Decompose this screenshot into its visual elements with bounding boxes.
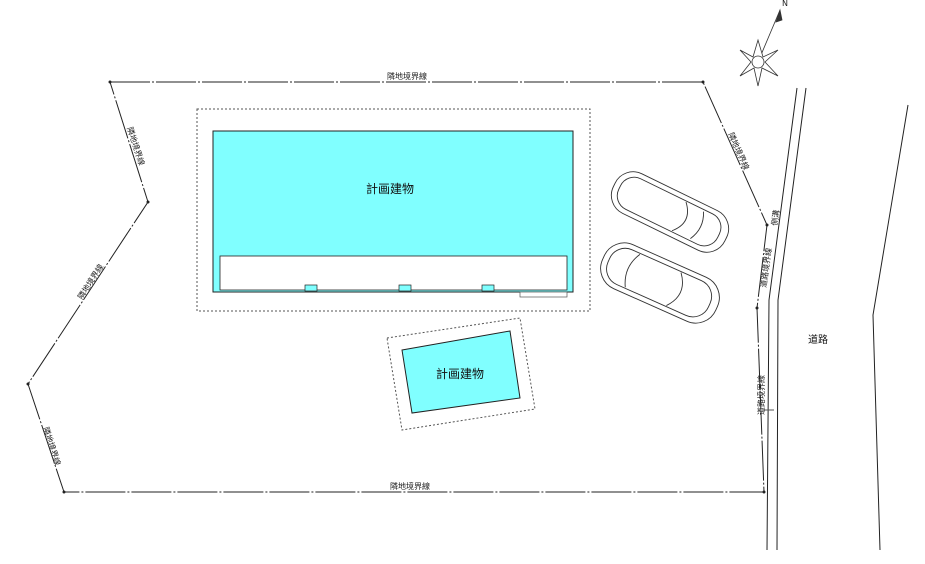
boundary-label-upper-left: 隣地境界線 bbox=[125, 126, 147, 167]
road-label: 道路 bbox=[808, 333, 828, 346]
car-icon bbox=[600, 242, 720, 324]
boundary-label-lower-left: 隣地境界線 bbox=[41, 426, 63, 467]
building-2[interactable] bbox=[401, 330, 521, 414]
window-box bbox=[398, 284, 412, 292]
building-1-label: 計画建物 bbox=[366, 181, 414, 196]
boundary-label-top: 隣地境界線 bbox=[387, 71, 427, 81]
gutter-label: 側溝 bbox=[769, 209, 781, 226]
car-icon bbox=[610, 171, 730, 253]
step bbox=[519, 291, 568, 298]
boundary-label-bottom: 隣地境界線 bbox=[390, 481, 430, 491]
north-compass-icon bbox=[739, 8, 783, 87]
boundary-label-upper-right: 隣地境界線 bbox=[726, 131, 751, 172]
building-1-setback bbox=[196, 108, 591, 312]
building-1-eave-strip bbox=[219, 255, 568, 291]
window-box bbox=[304, 284, 318, 292]
road-boundary-label-lower: 道路境界線 bbox=[756, 375, 766, 415]
building-2-label: 計画建物 bbox=[436, 366, 484, 381]
building-2-setback bbox=[386, 317, 536, 431]
road-edge bbox=[872, 104, 909, 551]
boundary-label-mid-left: 隣地境界線 bbox=[75, 262, 105, 301]
window-box bbox=[481, 284, 495, 292]
gutter-line-left bbox=[766, 87, 798, 551]
gutter-line-right bbox=[776, 87, 807, 551]
north-label: N bbox=[782, 0, 788, 8]
boundary-vertices bbox=[26, 80, 769, 494]
